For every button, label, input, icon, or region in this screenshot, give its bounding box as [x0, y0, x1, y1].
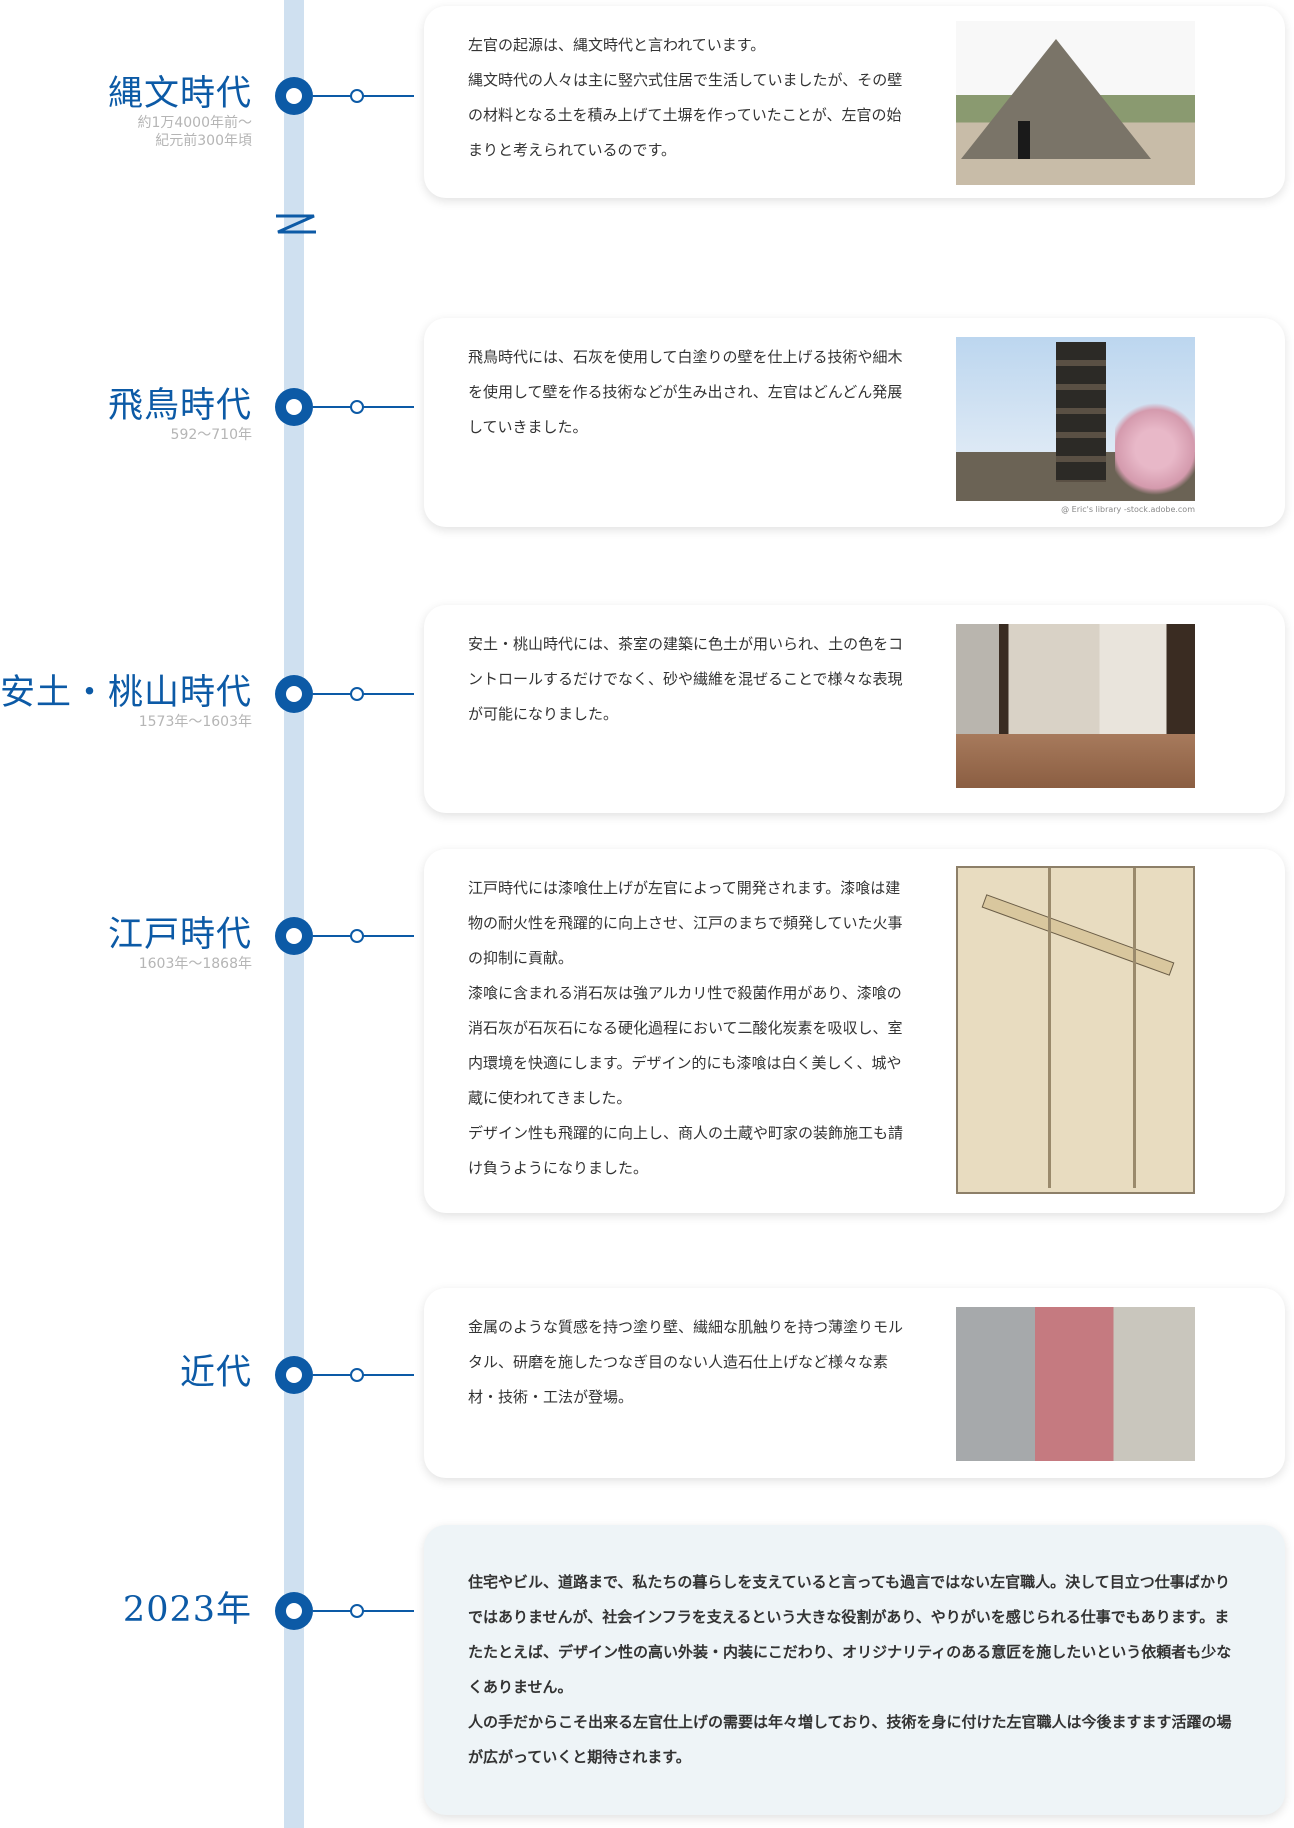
era-label-modern: 近代 — [0, 1353, 252, 1393]
era-description: 飛鳥時代には、石灰を使用して白塗りの壁を仕上げる技術や細木を使用して壁を作る技術… — [468, 348, 903, 436]
pagoda-photo — [956, 337, 1195, 501]
era-title: 2023年 — [122, 1590, 252, 1630]
timeline-break-icon — [276, 214, 316, 234]
era-card-2023: 住宅やビル、道路まで、私たちの暮らしを支えていると言っても過言ではない左官職人。… — [424, 1525, 1285, 1815]
pit-dwelling-photo — [956, 21, 1195, 185]
connector — [313, 687, 414, 701]
photo-credit: @ Eric's library -stock.adobe.com — [1061, 505, 1195, 514]
timeline-dot — [275, 675, 313, 713]
era-dates: 1573年〜1603年 — [138, 714, 252, 730]
era-description: 住宅やビル、道路まで、私たちの暮らしを支えていると言っても過言ではない左官職人。… — [468, 1573, 1232, 1766]
era-card-jomon: 左官の起源は、縄文時代と言われています。 縄文時代の人々は主に竪穴式住居で生活し… — [424, 6, 1285, 198]
era-label-2023: 2023年 — [0, 1590, 252, 1630]
timeline-dot — [275, 917, 313, 955]
era-dates: 1603年〜1868年 — [138, 956, 252, 972]
era-title: 飛鳥時代 — [107, 386, 252, 426]
timeline-line — [284, 0, 304, 1828]
timeline-dot — [275, 77, 313, 115]
connector — [313, 89, 414, 103]
connector — [313, 400, 414, 414]
timeline-dot — [275, 1592, 313, 1630]
plasterer-woodblock-print — [956, 866, 1195, 1194]
era-dates: 592〜710年 — [170, 427, 252, 443]
era-description: 金属のような質感を持つ塗り壁、繊細な肌触りを持つ薄塗りモルタル、研磨を施したつな… — [468, 1318, 904, 1406]
tea-room-photo — [956, 624, 1195, 788]
era-description: 江戸時代には漆喰仕上げが左官によって開発されます。漆喰は建物の耐火性を飛躍的に向… — [468, 879, 904, 1177]
era-card-asuka: 飛鳥時代には、石灰を使用して白塗りの壁を仕上げる技術や細木を使用して壁を作る技術… — [424, 318, 1285, 527]
wall-texture-samples — [956, 1307, 1195, 1461]
era-description: 左官の起源は、縄文時代と言われています。 縄文時代の人々は主に竪穴式住居で生活し… — [468, 36, 903, 159]
era-label-azuchi-momoyama: 安土・桃山時代 1573年〜1603年 — [0, 673, 252, 731]
era-dates: 約1万4000年前〜 紀元前300年頃 — [137, 115, 252, 149]
era-title: 安土・桃山時代 — [0, 673, 253, 713]
era-title: 近代 — [179, 1353, 252, 1393]
connector — [313, 929, 414, 943]
timeline-dot — [275, 1356, 313, 1394]
era-description: 安土・桃山時代には、茶室の建築に色土が用いられ、土の色をコントロールするだけでな… — [468, 635, 904, 723]
connector — [313, 1368, 414, 1382]
timeline-dot — [275, 388, 313, 426]
era-card-modern: 金属のような質感を持つ塗り壁、繊細な肌触りを持つ薄塗りモルタル、研磨を施したつな… — [424, 1288, 1285, 1478]
era-label-asuka: 飛鳥時代 592〜710年 — [0, 386, 252, 444]
era-label-jomon: 縄文時代 約1万4000年前〜 紀元前300年頃 — [0, 74, 252, 150]
era-card-azuchi-momoyama: 安土・桃山時代には、茶室の建築に色土が用いられ、土の色をコントロールするだけでな… — [424, 605, 1285, 813]
era-card-edo: 江戸時代には漆喰仕上げが左官によって開発されます。漆喰は建物の耐火性を飛躍的に向… — [424, 849, 1285, 1213]
era-title: 江戸時代 — [107, 915, 252, 955]
connector — [313, 1604, 414, 1618]
era-label-edo: 江戸時代 1603年〜1868年 — [0, 915, 252, 973]
era-title: 縄文時代 — [107, 74, 252, 114]
